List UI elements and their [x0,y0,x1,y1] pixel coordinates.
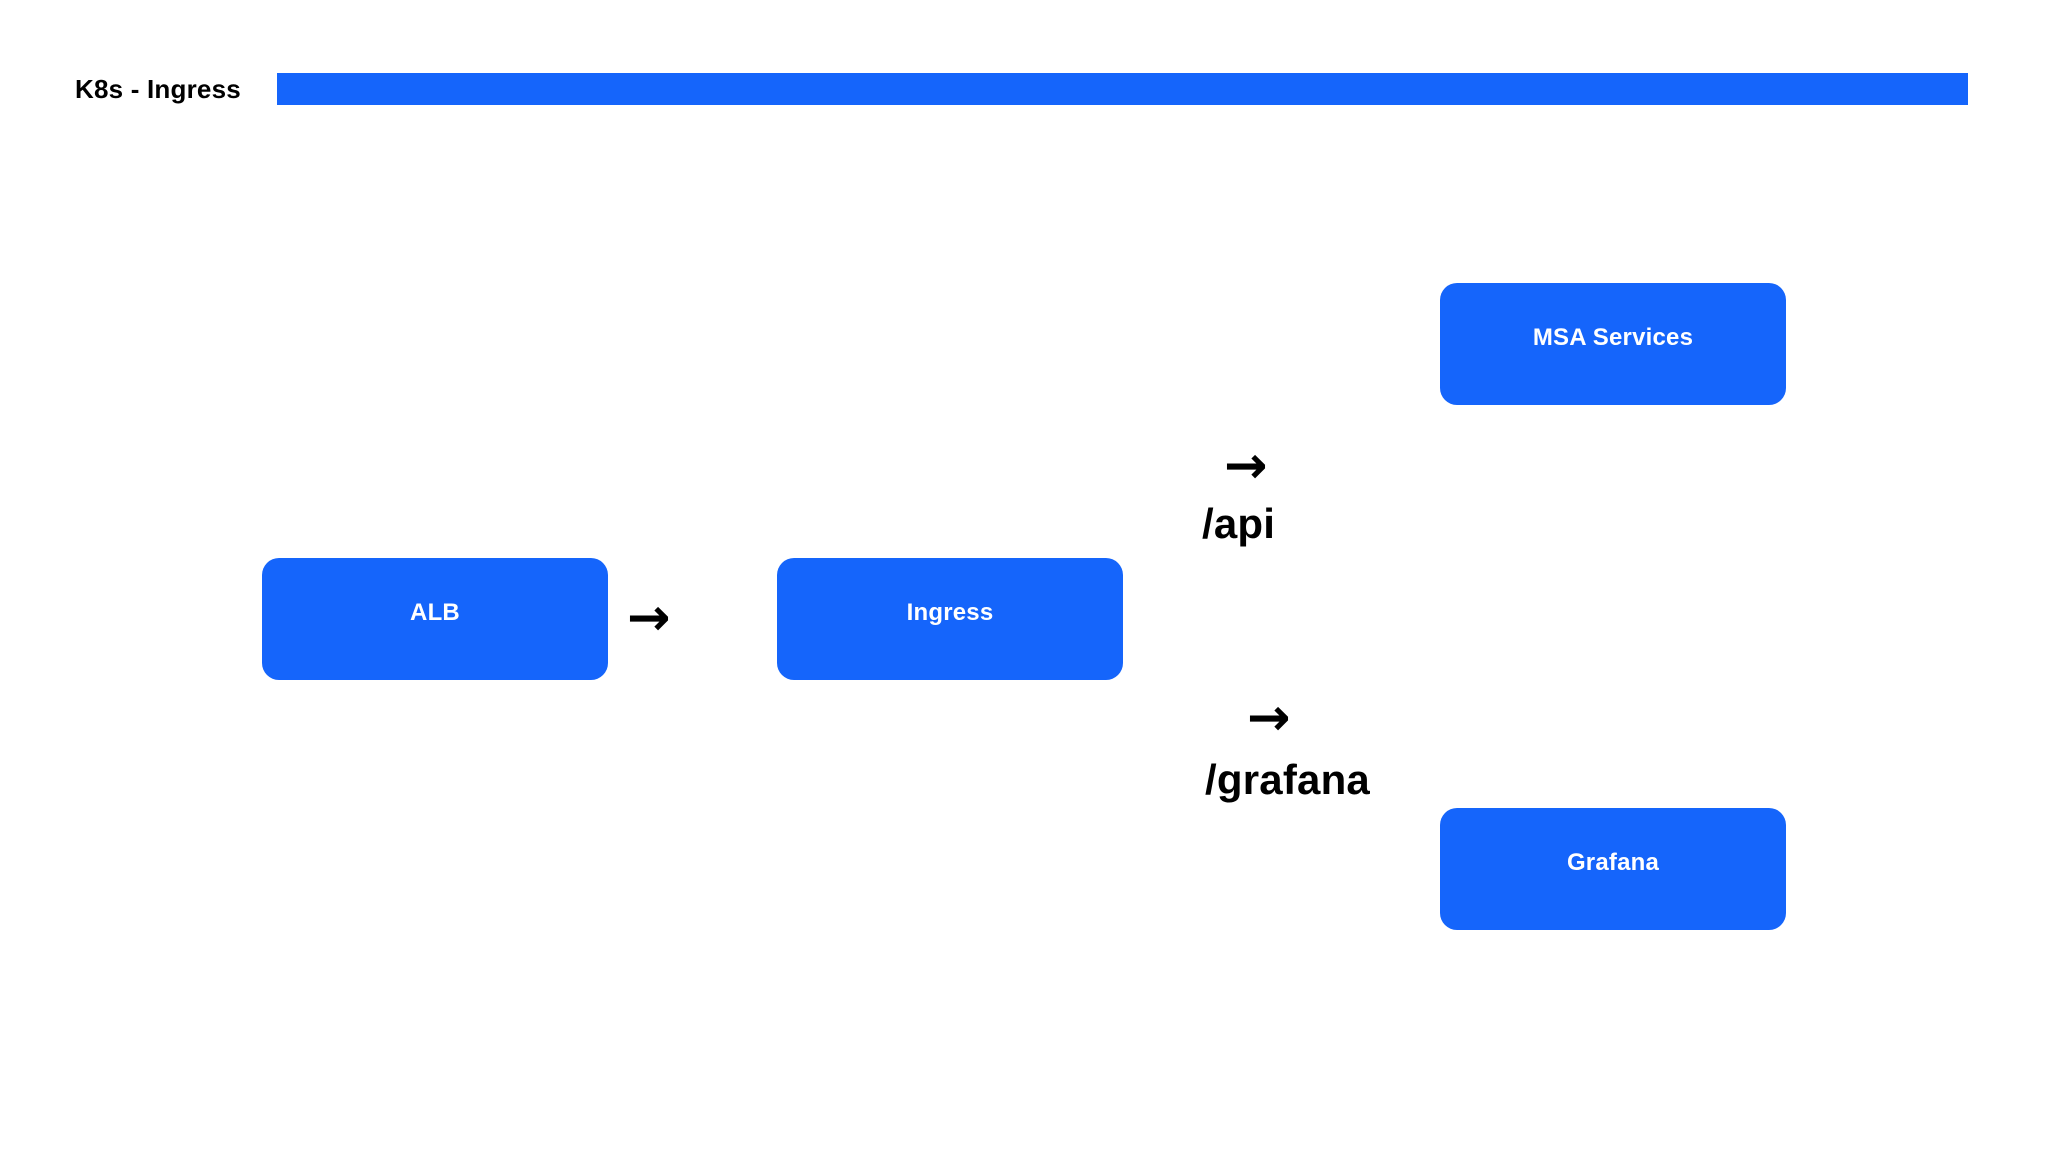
node-alb[interactable]: ALB [262,558,608,680]
arrow-right-icon-ingress-to-msa: → [1224,436,1268,496]
node-msa-services-label: MSA Services [1532,324,1694,351]
connector-label-api: /api [1202,500,1276,547]
node-ingress[interactable]: Ingress [777,558,1123,680]
page-title: K8s - Ingress [75,74,241,104]
node-grafana-label: Grafana [1566,849,1660,876]
title-accent-bar [277,73,1968,105]
node-alb-label: ALB [410,599,460,626]
node-msa-services[interactable]: MSA Services [1440,283,1786,405]
connector-label-grafana: /grafana [1205,756,1370,803]
arrow-right-icon-alb-to-ingress: → [627,588,671,648]
node-ingress-label: Ingress [906,599,994,626]
node-grafana[interactable]: Grafana [1440,808,1786,930]
arrow-right-icon-ingress-to-grafana: → [1247,688,1291,748]
